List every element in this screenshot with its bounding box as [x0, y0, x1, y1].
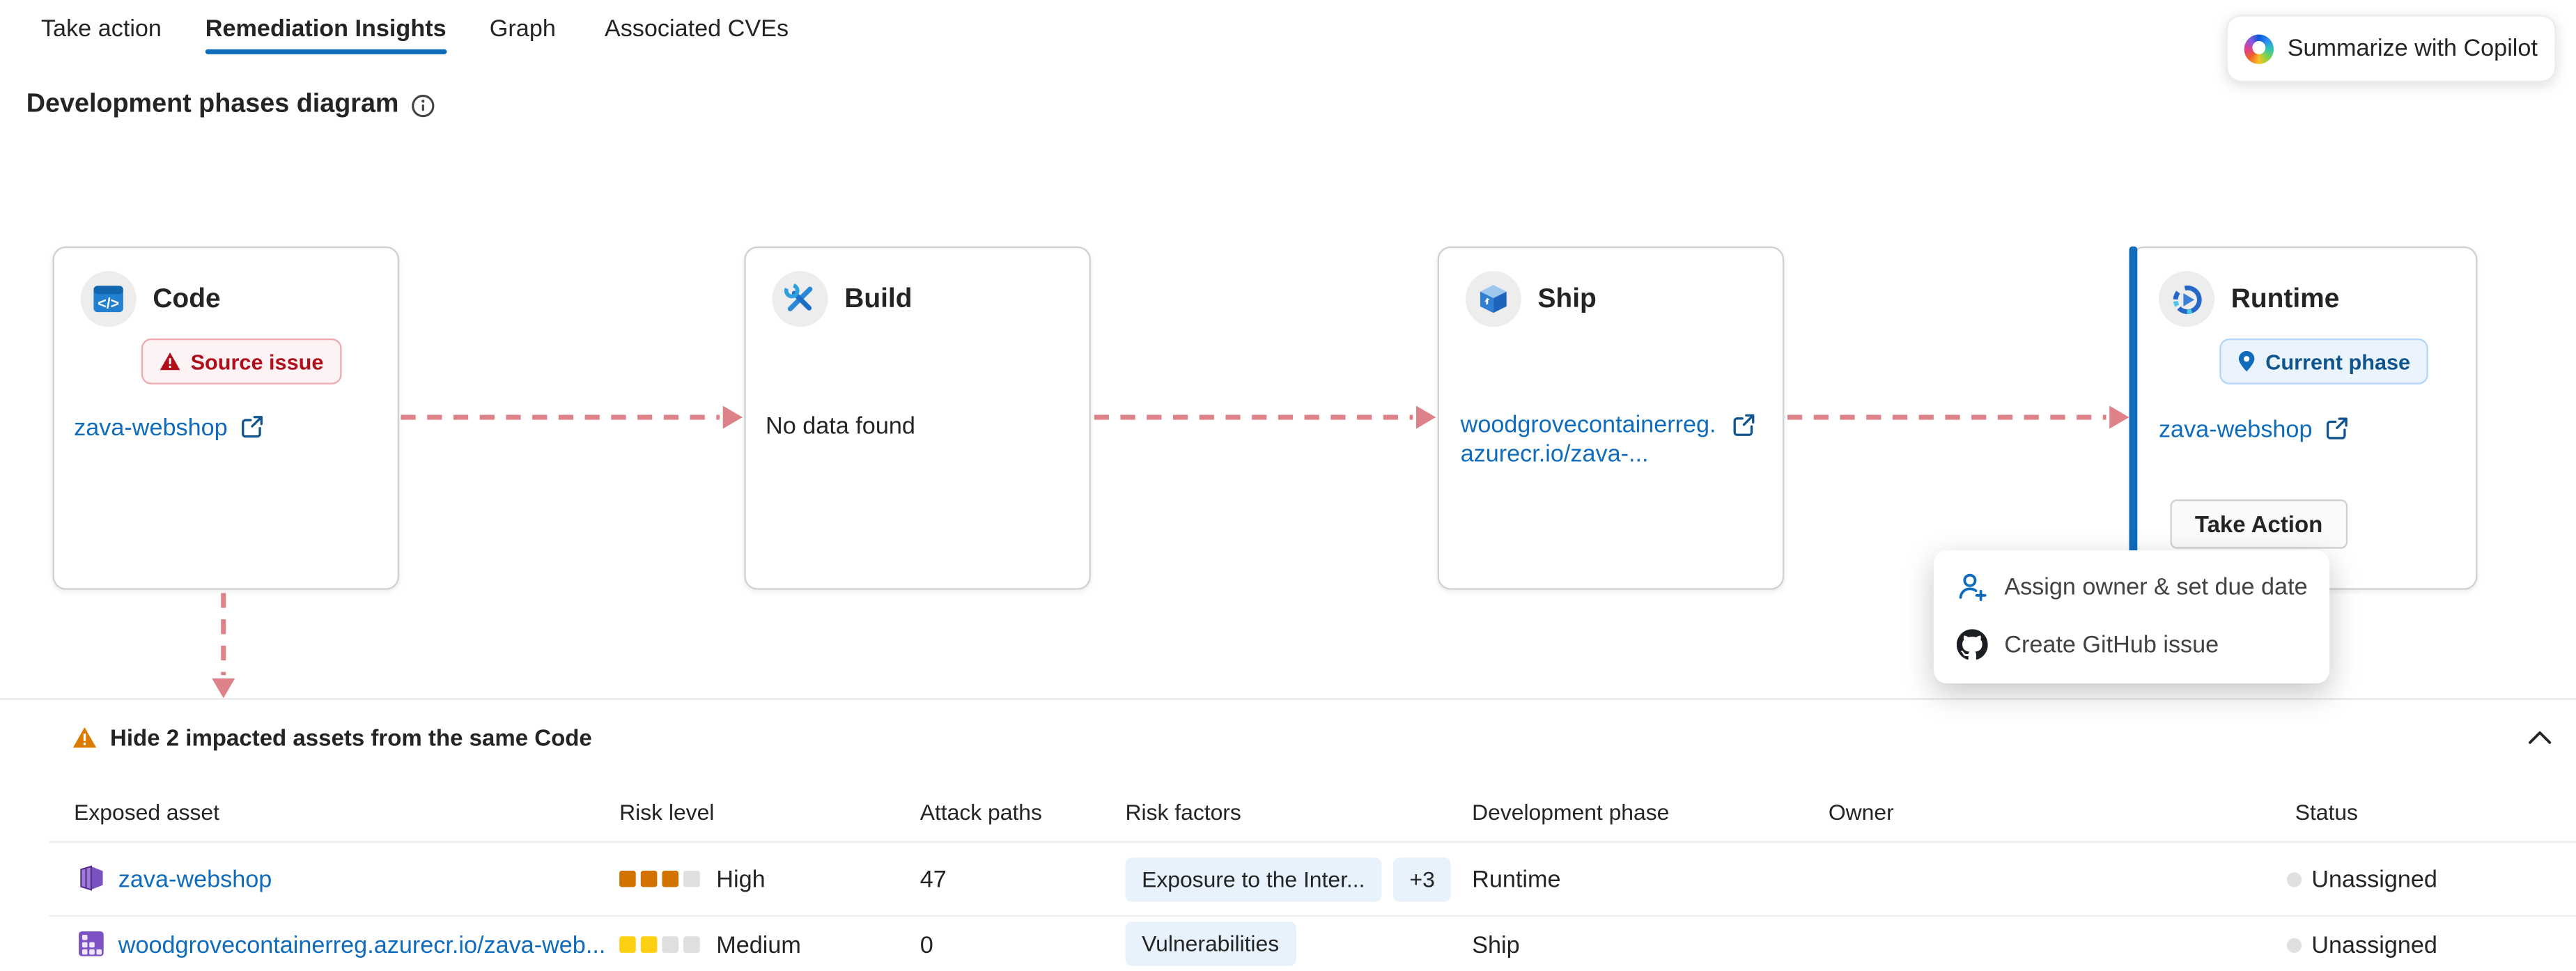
col-header-attack-paths[interactable]: Attack paths: [920, 800, 1042, 825]
arrow-code-to-build: [401, 405, 743, 429]
warning-triangle-icon: [72, 727, 97, 748]
menu-item-create-github-issue[interactable]: Create GitHub issue: [1934, 616, 2329, 674]
attack-paths-value: 47: [920, 867, 947, 894]
take-action-button[interactable]: Take Action: [2170, 499, 2348, 549]
tab-associated-cves[interactable]: Associated CVEs: [604, 16, 789, 43]
col-header-exposed-asset[interactable]: Exposed asset: [74, 800, 219, 825]
container-registry-icon: [77, 930, 105, 965]
phase-card-code: </> Code Source issue zava-webshop: [52, 246, 400, 590]
attack-paths-value: 0: [920, 933, 933, 960]
copilot-icon: [2244, 33, 2274, 63]
tab-graph[interactable]: Graph: [489, 16, 556, 43]
status-dot: [2286, 938, 2302, 953]
external-link-icon: [239, 414, 263, 446]
col-header-owner[interactable]: Owner: [1828, 800, 1894, 825]
runtime-asset-link-text: zava-webshop: [2158, 417, 2313, 444]
impacted-assets-section-header[interactable]: Hide 2 impacted assets from the same Cod…: [72, 724, 592, 751]
tab-take-action[interactable]: Take action: [40, 16, 162, 43]
status-dot: [2286, 872, 2302, 887]
container-app-icon: [77, 864, 105, 899]
current-phase-badge-label: Current phase: [2265, 349, 2411, 374]
person-add-icon: [1957, 572, 1988, 603]
external-link-icon: [1732, 412, 1756, 445]
risk-level-label: Medium: [716, 933, 801, 960]
col-header-development-phase[interactable]: Development phase: [1472, 800, 1670, 825]
current-phase-badge: Current phase: [2219, 338, 2429, 384]
menu-item-create-github-issue-label: Create GitHub issue: [2004, 631, 2219, 658]
runtime-icon: [2158, 271, 2215, 327]
section-divider: [0, 698, 2576, 700]
chevron-up-icon[interactable]: [2527, 726, 2553, 755]
col-header-risk-level[interactable]: Risk level: [619, 800, 715, 825]
phase-card-ship: Ship woodgrovecontainerreg.azurecr.io/za…: [1437, 246, 1785, 590]
package-box-icon: [1465, 271, 1521, 327]
status-value: Unassigned: [2311, 867, 2437, 894]
ship-registry-link-text: woodgrovecontainerreg.azurecr.io/zava-..…: [1460, 412, 1716, 469]
asset-link[interactable]: zava-webshop: [118, 867, 272, 894]
source-issue-badge-label: Source issue: [190, 349, 324, 374]
warning-triangle-icon: [160, 352, 180, 371]
runtime-asset-link[interactable]: zava-webshop: [2159, 416, 2348, 449]
github-icon: [1956, 629, 1988, 660]
code-asset-link-text: zava-webshop: [74, 415, 228, 442]
table-header-divider: [49, 841, 2576, 843]
phase-title-code: Code: [153, 284, 221, 314]
risk-level-bars: [619, 870, 700, 887]
build-empty-text: No data found: [766, 414, 915, 441]
phase-title-runtime: Runtime: [2230, 284, 2340, 314]
menu-item-assign-owner[interactable]: Assign owner & set due date: [1934, 559, 2329, 616]
page-title: Development phases diagram: [26, 91, 435, 120]
col-header-status[interactable]: Status: [2295, 800, 2358, 825]
development-phase-value: Runtime: [1472, 867, 1561, 894]
current-phase-accent-bar: [2129, 246, 2138, 590]
col-header-risk-factors[interactable]: Risk factors: [1125, 800, 1241, 825]
page-title-text: Development phases diagram: [26, 90, 399, 118]
code-asset-link[interactable]: zava-webshop: [74, 414, 263, 446]
status-value: Unassigned: [2311, 933, 2437, 960]
menu-item-assign-owner-label: Assign owner & set due date: [2004, 574, 2308, 601]
risk-level-label: High: [716, 867, 766, 894]
phase-card-build: Build No data found: [744, 246, 1091, 590]
info-icon[interactable]: [410, 93, 435, 117]
risk-factor-pill: Vulnerabilities: [1125, 922, 1296, 966]
asset-link[interactable]: woodgrovecontainerreg.azurecr.io/zava-we…: [118, 933, 606, 960]
arrow-build-to-ship: [1094, 405, 1436, 429]
arrow-ship-to-runtime: [1787, 405, 2129, 429]
tab-remediation-insights[interactable]: Remediation Insights: [205, 16, 447, 54]
take-action-menu: Assign owner & set due date Create GitHu…: [1933, 550, 2330, 684]
copilot-button-label: Summarize with Copilot: [2287, 35, 2538, 62]
summarize-with-copilot-button[interactable]: Summarize with Copilot: [2226, 15, 2556, 82]
code-icon: </>: [80, 271, 137, 327]
svg-text:</>: </>: [98, 295, 119, 311]
location-pin-icon: [2238, 350, 2255, 372]
risk-factor-pill: Exposure to the Inter...: [1125, 857, 1382, 902]
ship-registry-link[interactable]: woodgrovecontainerreg.azurecr.io/zava-..…: [1461, 411, 1757, 470]
phase-title-build: Build: [844, 284, 913, 314]
table-row-divider: [49, 915, 2576, 917]
risk-level-bars: [619, 936, 700, 953]
impacted-assets-section-title: Hide 2 impacted assets from the same Cod…: [110, 724, 592, 751]
source-issue-badge: Source issue: [141, 338, 342, 384]
external-link-icon: [2324, 416, 2348, 449]
development-phase-value: Ship: [1472, 933, 1520, 960]
risk-factor-more-pill[interactable]: +3: [1392, 857, 1452, 902]
phase-title-ship: Ship: [1537, 284, 1597, 314]
arrow-code-to-assets: [212, 593, 235, 699]
phase-card-runtime: Runtime Current phase zava-webshop Take …: [2130, 246, 2478, 590]
build-tools-icon: [772, 271, 828, 327]
